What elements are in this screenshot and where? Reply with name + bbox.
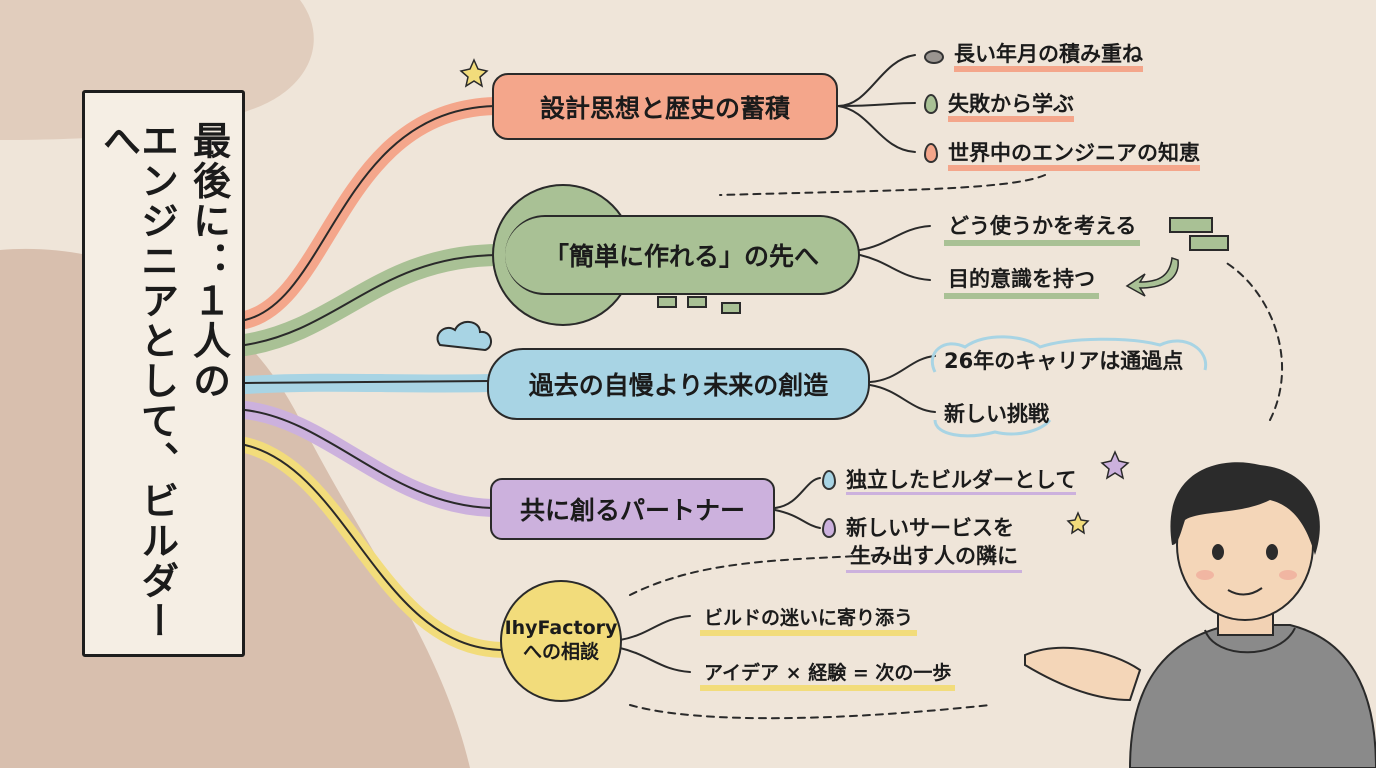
cloud-icon <box>436 321 492 352</box>
branch-label: 共に創るパートナー <box>519 496 745 525</box>
branch-label: 過去の自慢より未来の創造 <box>528 371 829 400</box>
star-icon-2 <box>1066 511 1090 535</box>
branch-partner[interactable]: 共に創るパートナー <box>490 478 775 540</box>
leaf: アイデア × 経験 = 次の一歩 <box>700 658 956 691</box>
branch-label-line2: への相談 <box>522 641 599 663</box>
leaf: どう使うかを考える <box>944 210 1141 246</box>
leaf: 長い年月の積み重ね <box>920 38 1147 72</box>
star-icon <box>1100 450 1130 480</box>
title-box: 最後に：１人の エンジニアとして、ビルダーへ <box>82 90 245 657</box>
leaf: 生み出す人の隣に <box>846 540 1022 573</box>
leaf: 目的意識を持つ <box>944 263 1099 299</box>
branch-future-creation[interactable]: 過去の自慢より未来の創造 <box>487 348 870 420</box>
leaf: 新しいサービスを <box>818 512 1018 542</box>
curved-arrow-icon <box>1125 256 1179 297</box>
title-line-2: エンジニアとして、ビルダーへ <box>96 121 179 641</box>
branch-label: 「簡単に作れる」の先へ <box>543 242 819 271</box>
leaf: ビルドの迷いに寄り添う <box>700 603 918 636</box>
leaf: 独立したビルダーとして <box>818 464 1080 495</box>
leaf: 世界中のエンジニアの知恵 <box>920 137 1204 171</box>
branch-ihyfactory[interactable]: IhyFactory への相談 <box>500 580 622 702</box>
title-line-1: 最後に：１人の <box>186 121 231 401</box>
leaf: 失敗から学ぶ <box>920 88 1078 122</box>
leaf: 26年のキャリアは通過点 <box>944 349 1184 373</box>
leaf: 新しい挑戦 <box>944 402 1049 426</box>
branch-label-line1: IhyFactory <box>504 617 618 640</box>
branch-beyond-easy[interactable]: 「簡単に作れる」の先へ <box>505 215 860 295</box>
sparkle-icon <box>459 58 489 88</box>
cloud-outline <box>930 335 1208 373</box>
green-blocks-icon <box>657 217 1229 314</box>
branch-label: 設計思想と歴史の蓄積 <box>539 93 790 123</box>
branch-design-history[interactable]: 設計思想と歴史の蓄積 <box>492 73 838 140</box>
